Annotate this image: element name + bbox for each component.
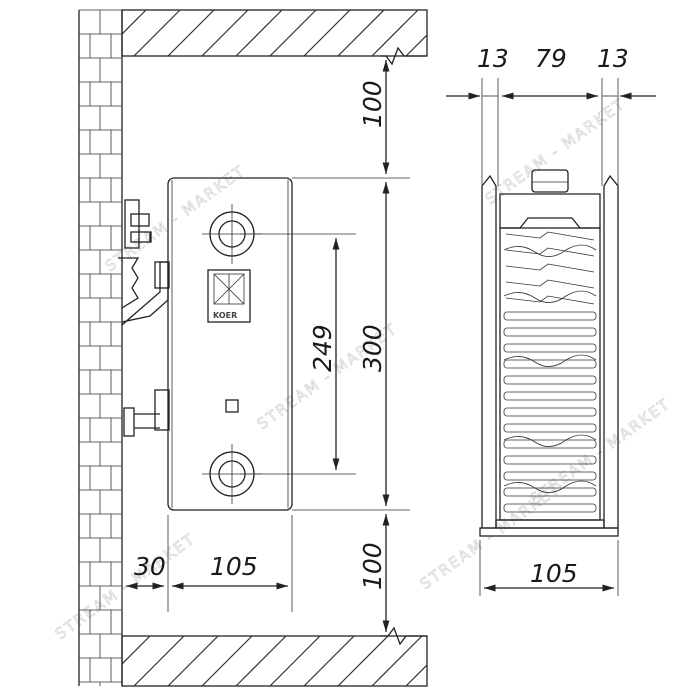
logo-text: KOER [213,311,237,320]
radiator-side-panel [167,177,293,511]
radiator-slot [503,471,597,481]
dim-height-label: 300 [358,324,387,372]
hatch-line [235,10,283,56]
extension-lines [167,177,410,612]
radiator-end-view [479,169,619,537]
radiator-slot [503,327,597,337]
hatch-line [371,10,419,56]
hatch-line [167,10,215,56]
bottom-bracket [123,389,170,437]
radiator-slot [503,359,597,369]
radiator-fin-edge [505,247,595,257]
radiator-fin-edge [505,263,595,273]
hatch-line [167,636,219,686]
hatch-line [371,636,423,686]
hatch-line [337,636,389,686]
radiator-slot [503,311,597,321]
radiator-slot [503,455,597,465]
hatch-line [405,664,427,686]
radiator-fin-edge [505,295,595,305]
hatch-line [269,636,321,686]
radiator-slot [503,391,597,401]
dim-bottom-gap-label: 100 [358,542,387,590]
dim-end-depth-label: 105 [530,559,578,588]
dim-top-gap-label: 100 [358,80,387,128]
hatch-line [133,10,181,56]
dim-core-width-label: 79 [535,44,567,73]
ceiling-break-mark [380,46,427,66]
dim-side-depth-label: 105 [210,552,258,581]
dim-wall-offset-label: 30 [134,552,166,581]
radiator-slot [503,487,597,497]
radiator-fin-edge [505,279,595,289]
brand-logo: KOER [207,269,251,323]
radiator-slot [503,503,597,513]
hatch-line [201,636,253,686]
hatch-line [405,34,427,56]
radiator-fin-edge [505,231,595,241]
floor-slab [121,635,490,687]
radiator-slot [503,407,597,417]
dim-axis-distance-label: 249 [308,324,337,372]
hatch-line [235,636,287,686]
hatch-line [303,10,351,56]
radiator-slot [503,439,597,449]
floor-break-mark [380,626,427,646]
hatch-line [303,636,355,686]
watermark-text: STREAM - MARKET [482,94,629,208]
hatch-line [122,10,147,35]
dim-fin-right-label: 13 [597,44,629,73]
radiator-slot [503,375,597,385]
hatch-line [133,636,185,686]
dim-fin-left-label: 13 [477,44,509,73]
hatch-line [269,10,317,56]
ceiling-slab [121,9,428,57]
air-vent-square [225,399,239,413]
hatch-line [440,636,490,686]
wall-bracket [118,199,170,326]
hatch-line [122,636,151,665]
hatch-line [337,10,385,56]
radiator-slot [503,423,597,433]
hatch-line [201,10,249,56]
radiator-slot [503,343,597,353]
brick-wall [78,9,123,686]
